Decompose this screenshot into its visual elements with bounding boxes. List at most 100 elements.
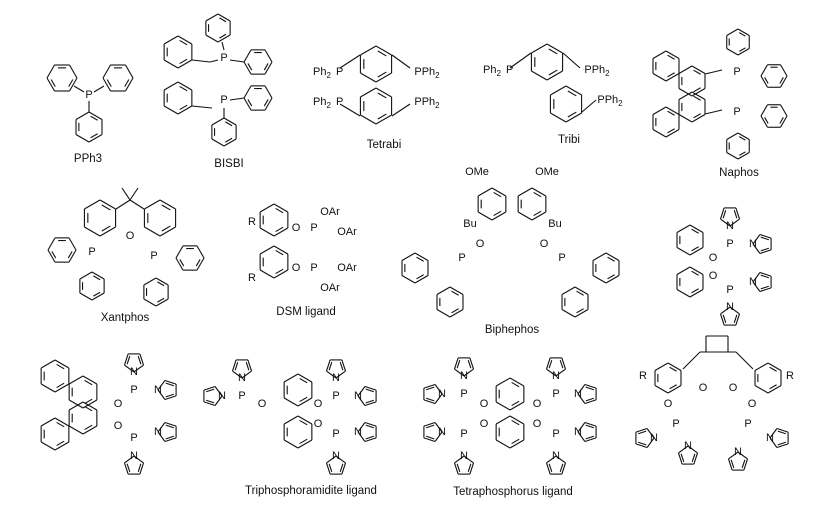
caption-dsm: DSM ligand bbox=[276, 306, 336, 318]
pyrrole-bond bbox=[776, 443, 789, 449]
double-bond bbox=[456, 463, 461, 472]
pyrrole-bond bbox=[752, 281, 761, 292]
double-bond bbox=[56, 421, 65, 428]
ring-bond bbox=[68, 249, 77, 263]
phosphorus-label: P bbox=[726, 238, 733, 250]
double-bond bbox=[760, 236, 769, 241]
ring-bond bbox=[665, 50, 680, 59]
pyrrole-bond bbox=[577, 431, 586, 442]
ring-bond bbox=[79, 292, 93, 301]
ring-bond bbox=[360, 87, 377, 98]
bond bbox=[93, 85, 105, 93]
ring-bond bbox=[54, 417, 70, 427]
ring-bond bbox=[259, 227, 275, 237]
double-bond bbox=[328, 463, 333, 472]
ring-bond bbox=[737, 152, 750, 160]
phosphorus-label: P bbox=[336, 66, 343, 78]
nitrogen-label: N bbox=[354, 390, 362, 402]
pyrrole-bond bbox=[164, 421, 177, 427]
double-bond bbox=[365, 399, 374, 404]
double-bond bbox=[165, 393, 174, 398]
double-bond bbox=[576, 308, 584, 314]
ring-bond bbox=[414, 275, 429, 284]
pyrrole-bond bbox=[335, 455, 346, 464]
oxygen-label: O bbox=[709, 252, 718, 264]
double-bond bbox=[157, 297, 165, 303]
ring-bond bbox=[780, 75, 788, 88]
double-bond bbox=[693, 87, 701, 93]
ring-bond bbox=[531, 211, 547, 221]
ring-bond bbox=[143, 277, 157, 286]
nitrogen-label: N bbox=[749, 276, 757, 288]
ring-bond bbox=[125, 77, 134, 92]
ring-bond bbox=[273, 269, 289, 279]
structure-pph3: P bbox=[46, 64, 134, 143]
pyrrole-bond bbox=[124, 364, 135, 373]
double-bond bbox=[225, 137, 233, 143]
double-bond bbox=[56, 440, 65, 447]
pyrrole-bond bbox=[776, 427, 789, 433]
ring-bond bbox=[760, 64, 768, 77]
bond bbox=[129, 199, 145, 210]
pph2-label: PPh2 bbox=[414, 66, 440, 80]
ring-bond bbox=[665, 106, 680, 115]
phosphorus-label: P bbox=[336, 96, 343, 108]
pyrrole-bond bbox=[124, 455, 135, 464]
pyrrole-bond bbox=[759, 233, 772, 239]
ring-bond bbox=[767, 362, 782, 371]
ring-bond bbox=[691, 91, 706, 100]
pyrrole-bond bbox=[164, 395, 177, 401]
nitrogen-label: N bbox=[650, 432, 658, 444]
ph2p-label: Ph2 bbox=[313, 66, 331, 80]
pyrrole-bond bbox=[577, 393, 586, 404]
double-bond bbox=[101, 204, 111, 211]
bond bbox=[562, 52, 581, 69]
caption-tetrabi: Tetrabi bbox=[366, 139, 402, 151]
ring-bond bbox=[84, 226, 101, 237]
double-bond bbox=[680, 453, 685, 462]
double-bond bbox=[467, 463, 472, 472]
pyrrole-bond bbox=[584, 421, 597, 427]
double-bond bbox=[585, 386, 594, 391]
bond bbox=[704, 109, 723, 115]
ring-bond bbox=[360, 114, 377, 125]
ring-bond bbox=[69, 64, 78, 79]
pyrrole-bond bbox=[735, 313, 741, 326]
nitrogen-label: N bbox=[726, 301, 734, 313]
pyrrole-bond bbox=[759, 271, 772, 277]
ring-bond bbox=[726, 132, 739, 140]
nitrogen-label: N bbox=[438, 426, 446, 438]
oxygen-label: O bbox=[480, 398, 489, 410]
ring-bond bbox=[264, 61, 273, 75]
pyrrole-bond bbox=[434, 422, 443, 433]
ring-bond bbox=[196, 245, 205, 259]
ring-bond bbox=[99, 199, 116, 210]
double-bond bbox=[51, 251, 57, 259]
ring-bond bbox=[205, 13, 219, 22]
double-bond bbox=[157, 281, 165, 287]
nitrogen-label: N bbox=[154, 384, 162, 396]
ring-bond bbox=[40, 441, 56, 451]
double-bond bbox=[247, 63, 253, 71]
phosphorus-label: P bbox=[733, 66, 740, 78]
bond bbox=[191, 59, 211, 63]
bond bbox=[209, 59, 219, 63]
double-bond bbox=[451, 290, 459, 296]
nitrogen-label: N bbox=[354, 426, 362, 438]
double-bond bbox=[377, 71, 387, 78]
pyrrole-bond bbox=[357, 422, 366, 433]
double-bond bbox=[779, 117, 784, 124]
oxygen-label: O bbox=[114, 420, 123, 432]
pyrrole-bond bbox=[561, 462, 567, 475]
pyrrole-bond bbox=[545, 462, 551, 475]
phosphorus-label: P bbox=[130, 432, 137, 444]
pyrrole-bond bbox=[423, 421, 436, 427]
double-bond bbox=[667, 110, 675, 116]
pyrrole-bond bbox=[752, 234, 761, 245]
ring-bond bbox=[760, 104, 768, 117]
ome-label: OMe bbox=[535, 166, 559, 178]
double-bond bbox=[493, 210, 502, 217]
double-bond bbox=[733, 210, 738, 219]
pyrrole-bond bbox=[469, 462, 475, 475]
ring-bond bbox=[144, 199, 161, 210]
